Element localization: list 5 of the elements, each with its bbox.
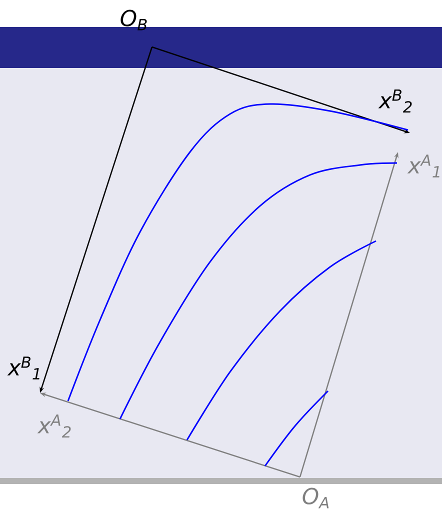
axis-label: x$^{A}$1 — [407, 154, 440, 178]
axis-label: x$^{A}$2 — [37, 414, 71, 438]
axis-label: O$_{A}$ — [302, 488, 329, 508]
axis-label: x$^{B}$1 — [7, 356, 40, 380]
axis-label: x$^{B}$2 — [378, 89, 412, 112]
